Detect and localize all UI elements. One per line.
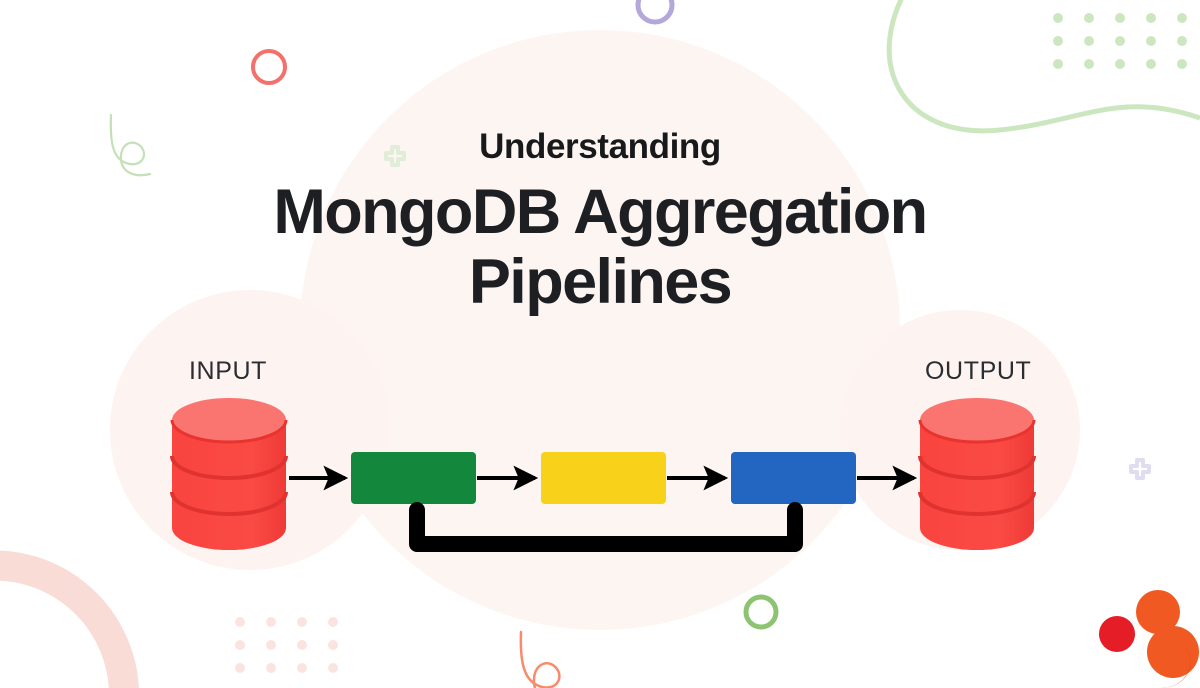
page-title: MongoDB Aggregation Pipelines [273,176,928,318]
heading-block: Understanding MongoDB Aggregation Pipeli… [0,127,1200,318]
input-database-icon [170,398,288,550]
pipeline-stage-3[interactable] [731,452,856,504]
eyebrow-text: Understanding [479,127,721,166]
pipeline-stage-2[interactable] [541,452,666,504]
pipeline-stage-1[interactable] [351,452,476,504]
output-label: OUTPUT [925,357,1032,385]
input-label: INPUT [189,357,267,385]
feedback-loop-path [409,502,803,552]
output-database-icon [918,398,1036,550]
